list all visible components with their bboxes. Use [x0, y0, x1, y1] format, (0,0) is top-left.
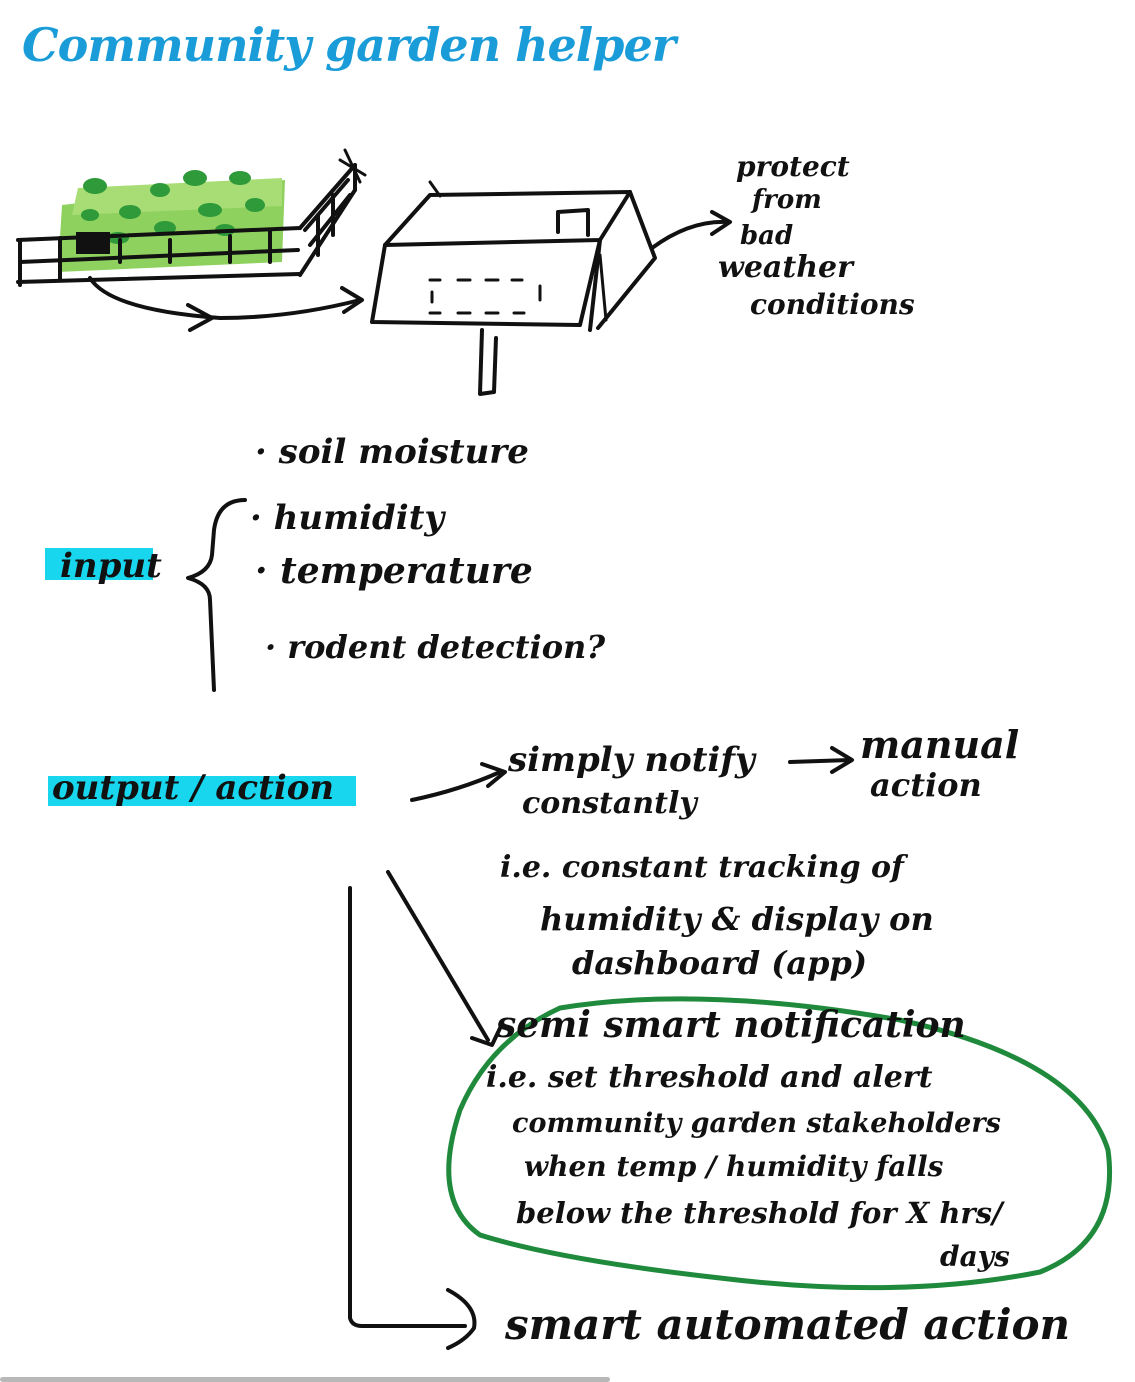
weather-note-line-2: from [752, 185, 822, 215]
plant-leaves [81, 170, 265, 244]
input-highlight [45, 548, 153, 580]
weather-note-line-5: conditions [750, 288, 915, 321]
input-item-rodent-detection: · rodent detection? [265, 628, 606, 666]
weather-note-line-1: protect [736, 150, 850, 183]
input-item-soil-moisture: · soil moisture [255, 432, 529, 472]
horizontal-scrollbar[interactable] [0, 1377, 610, 1382]
sensor-box-sketch [370, 180, 732, 396]
arrow-to-manual [788, 758, 852, 764]
arrow-to-semi-smart [386, 870, 490, 1042]
weather-note-line-3: bad [740, 221, 794, 251]
input-item-humidity: · humidity [250, 498, 445, 538]
output-label: output / action [52, 768, 335, 808]
arrow-to-notify [410, 770, 502, 802]
weather-note-line-4: weather [718, 250, 853, 285]
option1-example-line-1: i.e. constant tracking of [500, 850, 904, 885]
option1-example-line-2: humidity & display on [540, 900, 934, 938]
option2-example-line-3: when temp / humidity falls [524, 1150, 944, 1183]
option1-result-line-2: action [870, 766, 982, 804]
highlight-circle [446, 996, 1113, 1291]
option3-title: smart automated action [505, 1300, 1071, 1349]
output-highlight [48, 776, 356, 806]
page-title: Community garden helper [22, 18, 676, 72]
option2-title: semi smart notification [496, 1004, 966, 1046]
option1-result-line-1: manual [860, 722, 1020, 767]
option1-example-line-3: dashboard (app) [572, 944, 867, 982]
option2-example-line-4: below the threshold for X hrs/ [516, 1196, 1003, 1230]
input-label: input [60, 546, 162, 586]
option1-line-1: simply notify [508, 740, 755, 780]
option1-line-2: constantly [522, 786, 697, 821]
input-item-temperature: · temperature [255, 550, 533, 592]
option2-example-line-5: days [940, 1240, 1010, 1273]
option2-example-line-2: community garden stakeholders [512, 1108, 1001, 1139]
option2-example-line-1: i.e. set threshold and alert [486, 1060, 933, 1095]
arrow-to-smart-action [348, 886, 467, 1328]
input-brace [186, 498, 247, 692]
garden-bed-sketch [16, 148, 367, 332]
